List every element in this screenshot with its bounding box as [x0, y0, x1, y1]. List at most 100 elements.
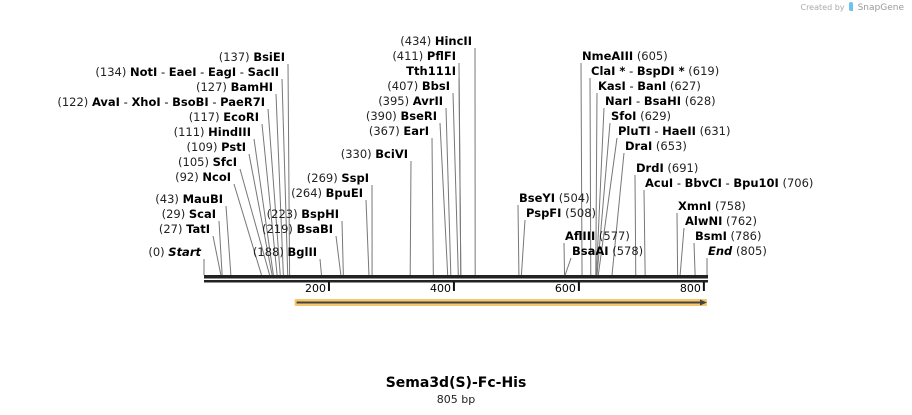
- cut-site-label[interactable]: (367) EarI: [369, 124, 429, 138]
- cut-site-label[interactable]: (134) NotI - EaeI - EagI - SacII: [95, 65, 279, 79]
- leader-line: [341, 220, 344, 276]
- cut-site-position: (508): [565, 206, 597, 220]
- cut-site-label[interactable]: BsaAI (578): [572, 244, 643, 258]
- cut-site-label[interactable]: AlwNI (762): [685, 214, 757, 228]
- cut-site-label[interactable]: (219) BsaBI: [262, 222, 333, 236]
- cut-site-label[interactable]: AcuI - BbvCI - Bpu10I (706): [645, 176, 813, 190]
- cut-site-label[interactable]: SfoI (629): [611, 109, 671, 123]
- cut-site-label[interactable]: (105) SfcI: [178, 155, 237, 169]
- cut-site-label[interactable]: NmeAIII (605): [582, 49, 668, 63]
- cut-site-position: (92): [175, 170, 199, 184]
- leader-line: [225, 205, 232, 276]
- enzyme-names: Start: [168, 245, 201, 259]
- cut-site-label[interactable]: End (805): [708, 244, 767, 258]
- tick-label: 200: [304, 282, 326, 295]
- cut-site-label[interactable]: KasI - BanI (627): [598, 79, 701, 93]
- leader-line: [218, 220, 223, 276]
- cut-site-position: (762): [726, 214, 757, 228]
- cut-site-label[interactable]: Tth111I: [406, 64, 456, 78]
- cut-site-label[interactable]: AflIII (577): [565, 229, 630, 243]
- enzyme-names: BsmI: [695, 229, 727, 243]
- cut-site-label[interactable]: (137) BsiEI: [219, 50, 285, 64]
- cut-site-position: (29): [161, 207, 186, 221]
- cut-site-label[interactable]: (92) NcoI: [175, 170, 231, 184]
- tick-label: 600: [554, 282, 576, 295]
- cut-site-position: (122): [57, 95, 89, 109]
- enzyme-names: End: [708, 244, 733, 258]
- leader-line: [233, 183, 262, 276]
- cut-site-label[interactable]: (188) BglII: [253, 245, 317, 259]
- leader-line: [275, 93, 284, 276]
- cut-site-label[interactable]: (43) MauBI: [155, 192, 223, 206]
- dna-backbone[interactable]: [204, 275, 708, 283]
- cut-site-position: (605): [636, 49, 668, 63]
- cut-site-label[interactable]: (390) BseRI: [366, 109, 437, 123]
- leader-line: [693, 242, 696, 276]
- cut-site-label[interactable]: PluTI - HaeII (631): [618, 124, 731, 138]
- enzyme-names: HindIII: [208, 125, 251, 139]
- leader-line: [212, 235, 222, 276]
- cut-site-label[interactable]: DrdI (691): [636, 161, 698, 175]
- cut-site-position: (223): [266, 207, 298, 221]
- cut-site-label[interactable]: (269) SspI: [307, 171, 369, 185]
- cut-site-position: (134): [95, 65, 127, 79]
- cut-site-label[interactable]: PspFI (508): [526, 206, 596, 220]
- cut-site-label[interactable]: (407) BbsI: [387, 79, 450, 93]
- cut-site-label[interactable]: (109) PstI: [187, 140, 246, 154]
- enzyme-names: ClaI * - BspDI *: [591, 64, 685, 78]
- leader-line: [597, 137, 618, 276]
- cut-site-label[interactable]: (117) EcoRI: [189, 110, 259, 124]
- leader-line: [595, 92, 598, 276]
- cut-site-label[interactable]: (111) HindIII: [174, 125, 251, 139]
- enzyme-names: AvaI - XhoI - BsoBI - PaeR7I: [91, 95, 265, 109]
- cut-site-label[interactable]: (127) BamHI: [196, 80, 273, 94]
- cut-site-label[interactable]: (434) HincII: [400, 34, 472, 48]
- leader-line: [365, 199, 370, 276]
- cut-site-label[interactable]: XmnI (758): [678, 199, 746, 213]
- cut-site-position: (109): [186, 140, 218, 154]
- cut-site-label[interactable]: BsmI (786): [695, 229, 761, 243]
- cut-site-label[interactable]: (29) ScaI: [162, 207, 216, 221]
- cut-site-label[interactable]: (122) AvaI - XhoI - BsoBI - PaeR7I: [57, 95, 265, 109]
- leader-line: [409, 160, 412, 276]
- enzyme-names: DraI: [625, 139, 653, 153]
- cut-site-position: (434): [400, 34, 432, 48]
- enzyme-names: ScaI: [188, 207, 216, 221]
- leader-line: [596, 122, 611, 276]
- leader-line: [520, 219, 526, 276]
- leader-line: [458, 62, 462, 276]
- leader-line: [253, 138, 274, 276]
- cut-site-label[interactable]: NarI - BsaHI (628): [605, 94, 716, 108]
- leader-line: [589, 77, 592, 276]
- cut-site-position: (577): [598, 229, 630, 243]
- enzyme-names: AcuI - BbvCI - Bpu10I: [645, 176, 779, 190]
- cut-site-position: (0): [148, 245, 165, 259]
- snapgene-credit: Created by SnapGene: [800, 2, 904, 13]
- cut-site-label[interactable]: (411) PflFI: [392, 49, 456, 63]
- cut-site-position: (627): [669, 79, 701, 93]
- cut-site-position: (629): [640, 109, 672, 123]
- enzyme-names: Tth111I: [406, 64, 456, 78]
- cut-site-position: (367): [368, 124, 400, 138]
- feature-arrow[interactable]: [294, 299, 707, 306]
- cut-site-label[interactable]: (223) BspHI: [267, 207, 339, 221]
- cut-site-label[interactable]: (0) Start: [148, 245, 201, 259]
- enzyme-names: PluTI - HaeII: [618, 124, 696, 138]
- cut-site-label[interactable]: BseYI (504): [519, 191, 590, 205]
- cut-site-label[interactable]: (264) BpuEI: [291, 186, 363, 200]
- cut-site-label[interactable]: ClaI * - BspDI * (619): [591, 64, 719, 78]
- enzyme-names: BsaAI: [572, 244, 609, 258]
- cut-site-position: (105): [178, 155, 209, 169]
- cut-site-label[interactable]: DraI (653): [625, 139, 687, 153]
- cut-site-label[interactable]: (395) AvrII: [378, 94, 443, 108]
- enzyme-names: MauBI: [182, 192, 223, 206]
- cut-site-position: (504): [558, 191, 590, 205]
- cut-site-position: (330): [340, 147, 372, 161]
- enzyme-names: SspI: [341, 171, 369, 185]
- cut-site-position: (411): [392, 49, 424, 63]
- cut-site-label[interactable]: (330) BciVI: [341, 147, 408, 161]
- cut-site-position: (269): [306, 171, 338, 185]
- credit-prefix: Created by: [800, 3, 845, 12]
- cut-site-label[interactable]: (27) TatI: [159, 222, 210, 236]
